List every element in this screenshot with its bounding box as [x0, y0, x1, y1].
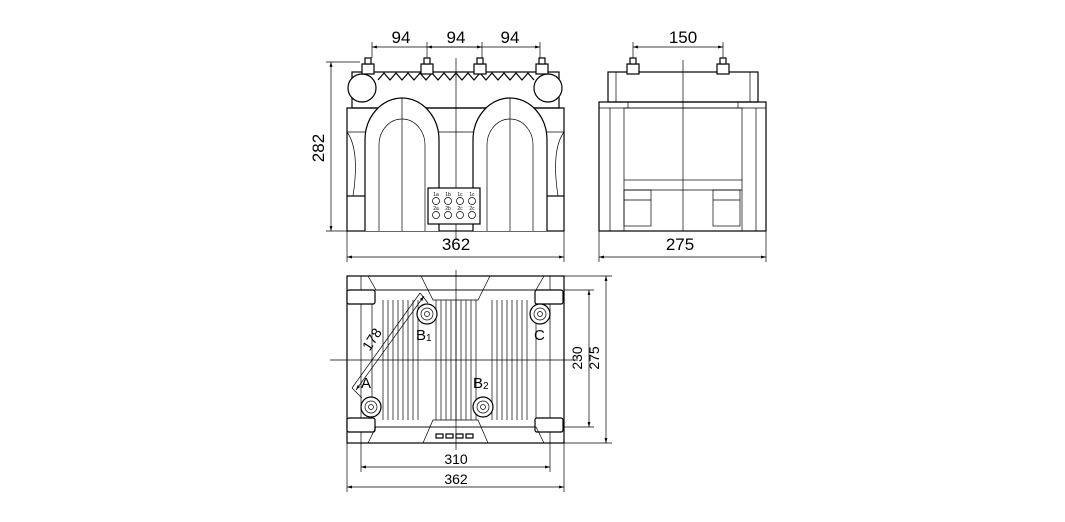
- front-bushings: [361, 57, 549, 75]
- tb-label-1c: 1c: [457, 192, 463, 198]
- terminal-block-screws: [432, 197, 476, 219]
- dim-plan-230: 230: [569, 346, 585, 370]
- terminal-screw: [432, 211, 440, 219]
- dim-side-275: 275: [666, 235, 694, 254]
- dim-front-94-c: 94: [501, 28, 520, 47]
- side-width-dimension: [598, 231, 767, 262]
- terminal-screw: [468, 197, 476, 205]
- terminal-c: [529, 303, 551, 325]
- plan-pad-tl: [346, 289, 376, 305]
- tb-label-2a: 2a: [433, 206, 439, 212]
- label-b2: B2: [473, 375, 489, 392]
- tb-label-2b: 2b: [445, 206, 451, 212]
- dim-front-94-a: 94: [392, 28, 411, 47]
- terminal-screw: [456, 197, 464, 205]
- front-height-dimension: [326, 61, 360, 232]
- plan-outline: [346, 275, 565, 444]
- terminal-screw: [468, 211, 476, 219]
- front-top-dimension: [371, 42, 541, 58]
- plan-275-dimension: [564, 275, 612, 444]
- plan-310-dimension: [360, 443, 551, 472]
- terminal-screw: [444, 211, 452, 219]
- dim-plan-362: 362: [444, 471, 468, 487]
- side-bushings: [626, 57, 730, 75]
- dim-plan-310: 310: [444, 451, 468, 467]
- dim-front-94-b: 94: [447, 28, 466, 47]
- plan-pad-bl: [346, 417, 376, 433]
- tb-label-1c-2: 1c: [469, 192, 475, 198]
- secondary-terminal-block: [427, 187, 481, 225]
- front-view: 1a 1b 1c 1c 2a 2b 2c 2c 94 94 94 282: [309, 28, 565, 262]
- tb-label-2c-2: 2c: [469, 206, 475, 212]
- side-foot-right: [712, 189, 741, 227]
- label-a: A: [361, 375, 371, 392]
- dim-front-282: 282: [309, 134, 328, 162]
- front-boss-right: [533, 73, 563, 103]
- tb-label-1b: 1b: [445, 192, 451, 198]
- plan-362-dimension: [346, 443, 565, 492]
- dim-plan-275: 275: [586, 346, 602, 370]
- plan-pad-br: [534, 417, 564, 433]
- terminal-screw: [432, 197, 440, 205]
- plan-bottom-tabs: [435, 433, 474, 439]
- dim-front-362: 362: [442, 235, 470, 254]
- plan-diagonal-dimension: [351, 292, 429, 399]
- plan-view: 178 B1 C A B2 230 275: [330, 270, 612, 492]
- front-width-dimension: [346, 231, 565, 262]
- front-boss-left: [347, 73, 377, 103]
- label-b1: B1: [416, 327, 432, 344]
- plan-230-dimension: [564, 289, 594, 428]
- dim-side-150: 150: [669, 28, 697, 47]
- terminal-b2: [472, 396, 494, 418]
- terminal-a: [360, 396, 382, 418]
- tb-label-2c: 2c: [457, 206, 463, 212]
- dim-plan-178: 178: [359, 325, 385, 353]
- tb-label-1a: 1a: [433, 192, 439, 198]
- terminal-screw: [456, 211, 464, 219]
- terminal-b1: [416, 303, 438, 325]
- side-view: 150 275: [598, 28, 767, 262]
- side-foot-left: [623, 189, 652, 227]
- terminal-screw: [444, 197, 452, 205]
- side-top-dimension: [632, 42, 724, 58]
- label-c: C: [534, 327, 545, 344]
- plan-pad-tr: [534, 289, 564, 305]
